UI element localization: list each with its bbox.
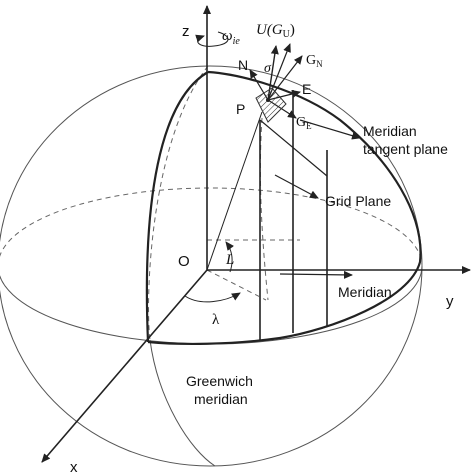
x-axis: [41, 269, 208, 463]
label-ge: GE: [296, 115, 312, 131]
arrow-tangent-plane: [299, 119, 361, 140]
label-z: z: [182, 23, 190, 40]
label-greenwich-2: meridian: [194, 391, 248, 407]
greenwich-meridian-solid: [149, 339, 216, 467]
label-lambda: λ: [212, 312, 220, 328]
rotation-arrow: [195, 31, 229, 47]
arrow-grid-plane: [274, 174, 319, 199]
label-p: P: [236, 101, 245, 117]
label-meridian: Meridian: [338, 284, 392, 300]
label-meridian-tangent-2: tangent plane: [363, 141, 448, 157]
label-x: x: [70, 459, 78, 476]
label-grid-plane: Grid Plane: [325, 193, 391, 209]
point-p: [266, 98, 270, 102]
equator-back: [0, 187, 423, 267]
label-o: O: [178, 253, 190, 270]
meridian-plane-left-arc: [145, 71, 209, 343]
grid-plane-diagonal: [259, 119, 328, 177]
label-u-gu: U(GU): [256, 22, 295, 40]
grid-plane-dashed-curve: [259, 117, 269, 301]
label-omega: ωie: [222, 28, 240, 47]
label-y: y: [446, 293, 454, 310]
label-gn: GN: [306, 53, 323, 69]
radius-meridian-dashed: [206, 269, 267, 301]
label-sigma: σ: [264, 61, 272, 76]
latitude-arc: [225, 241, 234, 273]
greenwich-meridian-dashed: [148, 65, 209, 341]
equator-front: [0, 265, 423, 345]
arrow-meridian: [279, 270, 353, 279]
label-l: L: [225, 252, 234, 268]
label-e: E: [302, 81, 311, 97]
label-greenwich-1: Greenwich: [186, 373, 253, 389]
tangent-patch: [255, 87, 287, 123]
label-n: N: [238, 57, 248, 73]
radius-to-p: [206, 111, 263, 271]
lambda-arc: [184, 292, 241, 303]
label-meridian-tangent-1: Meridian: [363, 123, 417, 139]
